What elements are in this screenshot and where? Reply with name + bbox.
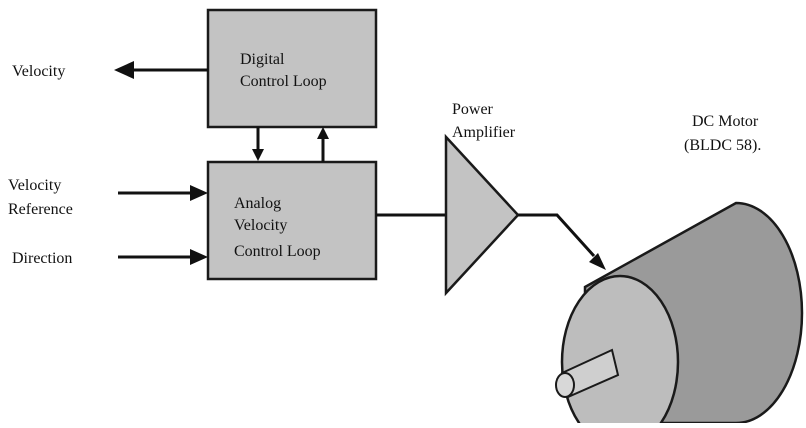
- velocity-reference-label-line1: Velocity: [8, 177, 61, 194]
- direction-arrow: [118, 249, 208, 265]
- motor-label-line1: DC Motor: [692, 113, 759, 130]
- motor-shaft-end: [555, 372, 575, 398]
- digital-box-label-line2: Control Loop: [240, 73, 327, 90]
- analog-box-label-line3: Control Loop: [234, 243, 321, 260]
- power-amplifier: [444, 133, 520, 297]
- power-amplifier-label-line1: Power: [452, 101, 494, 118]
- analog-control-loop-rect: [206, 160, 378, 281]
- velocity-output-arrow: [114, 61, 208, 79]
- digital-to-analog-arrow: [252, 127, 264, 161]
- digital-box-label-line1: Digital: [240, 51, 285, 68]
- analog-to-digital-arrow: [317, 127, 329, 162]
- power-amplifier-triangle: [444, 133, 520, 297]
- direction-label: Direction: [12, 250, 72, 267]
- analog-box-label-line1: Analog: [234, 195, 281, 212]
- dc-motor: [555, 201, 804, 428]
- analog-velocity-control-loop-block: Analog Velocity Control Loop: [206, 160, 378, 281]
- digital-control-loop-block: Digital Control Loop: [206, 8, 378, 129]
- velocity-reference-arrow: [118, 185, 208, 201]
- analog-box-label-line2: Velocity: [234, 217, 287, 234]
- digital-control-loop-rect: [206, 8, 378, 129]
- velocity-output-label: Velocity: [12, 63, 65, 80]
- power-amplifier-label-line2: Amplifier: [452, 124, 516, 141]
- motor-label-line2: (BLDC 58).: [684, 137, 761, 154]
- amplifier-to-motor-arrow: [518, 213, 606, 270]
- velocity-reference-label-line2: Reference: [8, 201, 73, 218]
- motor-front-face: [560, 274, 680, 428]
